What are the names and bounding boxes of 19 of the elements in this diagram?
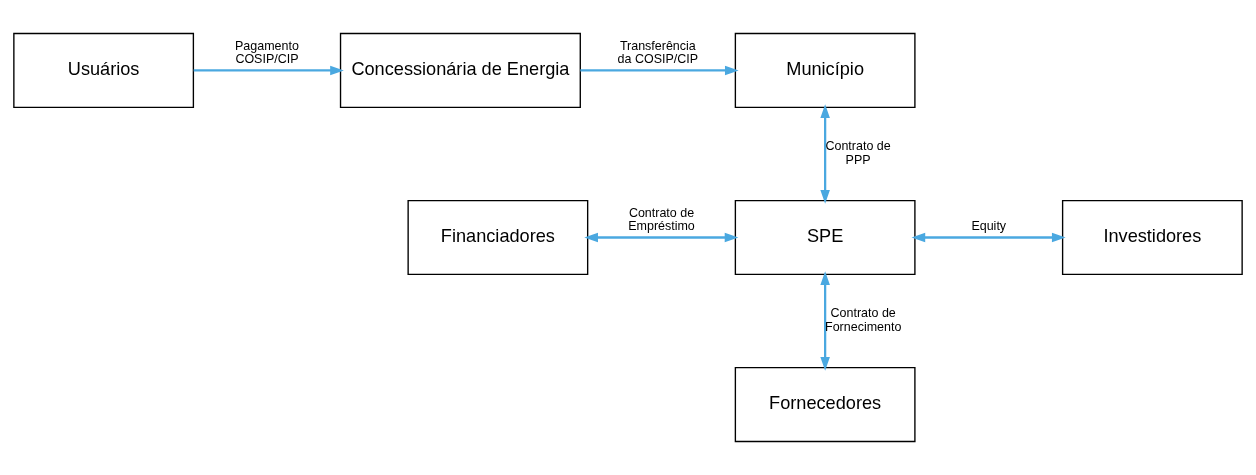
node-box: Usuários	[13, 32, 195, 109]
edge-label: Equity	[971, 219, 1007, 234]
node-box: Financiadores	[407, 199, 589, 276]
edge-label: Pagamento COSIP/CIP	[235, 38, 299, 67]
node-box: SPE	[734, 199, 916, 276]
arrow	[820, 271, 830, 371]
node-box: Investidores	[1061, 199, 1243, 276]
edge-label: Transferência da COSIP/CIP	[617, 38, 699, 67]
arrow	[820, 104, 830, 204]
node-box: Município	[734, 32, 916, 109]
arrow	[584, 232, 739, 243]
arrow	[193, 65, 344, 76]
edge-label: Contrato de Fornecimento	[825, 306, 902, 335]
edge-label: Contrato de PPP	[825, 139, 891, 167]
edge-label: Contrato de Empréstimo	[628, 205, 695, 234]
node-box: Fornecedores	[734, 366, 916, 443]
arrow	[580, 65, 739, 76]
node-box: Concessionária de Energia	[339, 32, 581, 109]
arrow	[911, 232, 1066, 243]
